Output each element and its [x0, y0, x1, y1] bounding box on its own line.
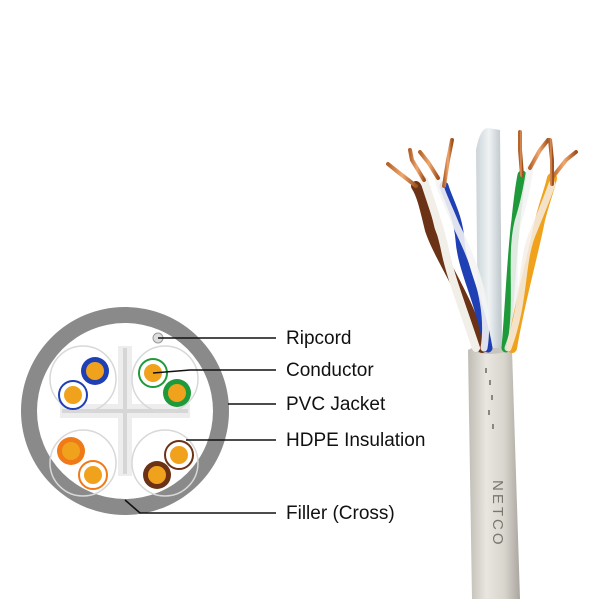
blue-pair	[58, 357, 109, 410]
orange-white-wire	[504, 180, 556, 352]
cross-section	[21, 307, 229, 515]
filler-cross	[60, 346, 190, 476]
blue-white-wire	[434, 174, 490, 352]
leader-lines	[124, 337, 276, 514]
pair-group-outline	[131, 345, 199, 413]
pair-group-outline	[49, 429, 117, 497]
label-hdpe-insulation: HDPE Insulation	[286, 430, 425, 451]
copper-conductor-tips	[386, 130, 578, 188]
conductor-leader	[152, 369, 276, 374]
brown-white-wire	[420, 176, 480, 352]
pair-group-outline	[49, 345, 117, 413]
label-filler: Filler (Cross)	[286, 503, 395, 524]
pair-group-outline	[131, 429, 199, 497]
cable-print-dots	[485, 368, 494, 429]
cable-print: NETCO	[489, 480, 506, 548]
label-pvc-jacket: PVC Jacket	[286, 394, 386, 415]
cable-jacket	[468, 344, 520, 599]
label-conductor: Conductor	[286, 360, 374, 381]
filler-leader	[124, 499, 276, 514]
labels: Ripcord Conductor PVC Jacket HDPE Insula…	[286, 328, 425, 524]
orange-pair	[57, 437, 108, 490]
label-ripcord: Ripcord	[286, 328, 351, 349]
cable-illustration: NETCO	[386, 128, 578, 599]
brown-wire	[411, 181, 487, 353]
brown-pair	[143, 440, 194, 489]
green-pair	[138, 358, 191, 407]
